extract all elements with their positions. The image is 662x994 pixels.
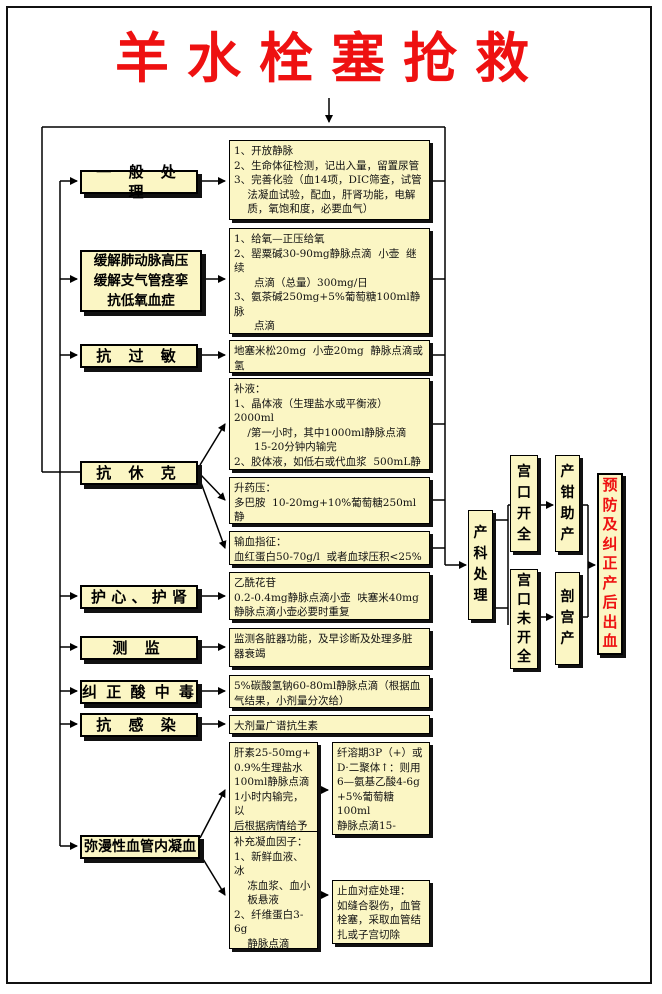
category-monitor: 测 监: [80, 636, 198, 660]
prevent-postpartum-hemorrhage: 预 防 及 纠 正 产 后 出 血: [597, 473, 623, 655]
detail-dic-heparin: 肝素25-50mg+ 0.9%生理盐水 100ml静脉点滴 1小时内输完，以 后…: [229, 742, 318, 835]
category-general-treatment: 一 般 处 理: [80, 163, 198, 201]
detail-dic-fibrinolysis: 纤溶期3P（+）或 D·二聚体↑：则用 6—氨基乙酸4-6g +5%葡萄糖100…: [332, 742, 430, 835]
category-relieve-hypertension: 缓解肺动脉高压 缓解支气管痉挛 抗低氧血症: [80, 250, 202, 312]
category-anti-allergy: 抗 过 敏: [80, 344, 198, 368]
category-correct-acidosis: 纠 正 酸 中 毒: [80, 680, 198, 704]
page-border: [6, 6, 652, 984]
category-dic: 弥漫性血管内凝血: [80, 835, 200, 859]
cervix-fully-dilated: 宫 口 开 全: [510, 455, 538, 552]
forceps-delivery: 产 钳 助 产: [555, 455, 580, 552]
obstetric-management: 产 科 处 理: [468, 510, 493, 620]
detail-anti-infection: 大剂量广谱抗生素: [229, 715, 430, 734]
detail-shock-pressor: 升药压： 多巴胺 10-20mg+10%葡萄糖250ml 静 脉点滴5ug/kg…: [229, 477, 430, 524]
detail-dic-bleeding-control: 止血对症处理： 如缝合裂伤，血管 栓塞，采取血管结 扎或子宫切除: [332, 880, 430, 944]
detail-monitor: 监测各脏器功能，及早诊断及处理多脏 器衰竭: [229, 628, 430, 667]
detail-protect-heart-kidney: 乙酰花苷 0.2-0.4mg静脉点滴小壶 呋塞米40mg 静脉点滴小壶必要时重复: [229, 572, 430, 620]
category-anti-infection: 抗 感 染: [80, 713, 198, 737]
category-protect-heart-kidney: 护 心 、 护 肾: [80, 585, 198, 609]
detail-general-treatment: 1、开放静脉 2、生命体征检测，记出入量，留置尿管 3、完善化验（血14项，DI…: [229, 140, 430, 220]
detail-correct-acidosis: 5%碳酸氢钠60-80ml静脉点滴（根据血 气结果，小剂量分次给）: [229, 675, 430, 708]
cesarean-section: 剖 宫 产: [555, 572, 580, 665]
detail-anti-allergy: 地塞米松20mg 小壶20mg 静脉点滴或氢 化可的松200mg 小壶 300m…: [229, 340, 430, 373]
detail-shock-transfusion: 输血指征： 血红蛋白50-70g/l 或者血球压积<25%: [229, 531, 430, 565]
cervix-not-fully-dilated: 宫 口 未 开 全: [510, 569, 538, 669]
category-anti-shock: 抗 休 克: [80, 461, 198, 485]
page-title: 羊水栓塞抢救: [115, 27, 547, 90]
detail-shock-fluid: 补液： 1、晶体液（生理盐水或平衡液）2000ml /第一小时，其中1000ml…: [229, 378, 430, 470]
detail-relieve-hypertension: 1、给氧—正压给氧 2、罂粟碱30-90mg静脉点滴 小壶 继续 点滴（总量）3…: [229, 228, 430, 334]
detail-dic-coagulation-factors: 补充凝血因子： 1、新鲜血液、冰 冻血浆、血小 板悬液 2、纤维蛋白3-6g 静…: [229, 831, 318, 949]
